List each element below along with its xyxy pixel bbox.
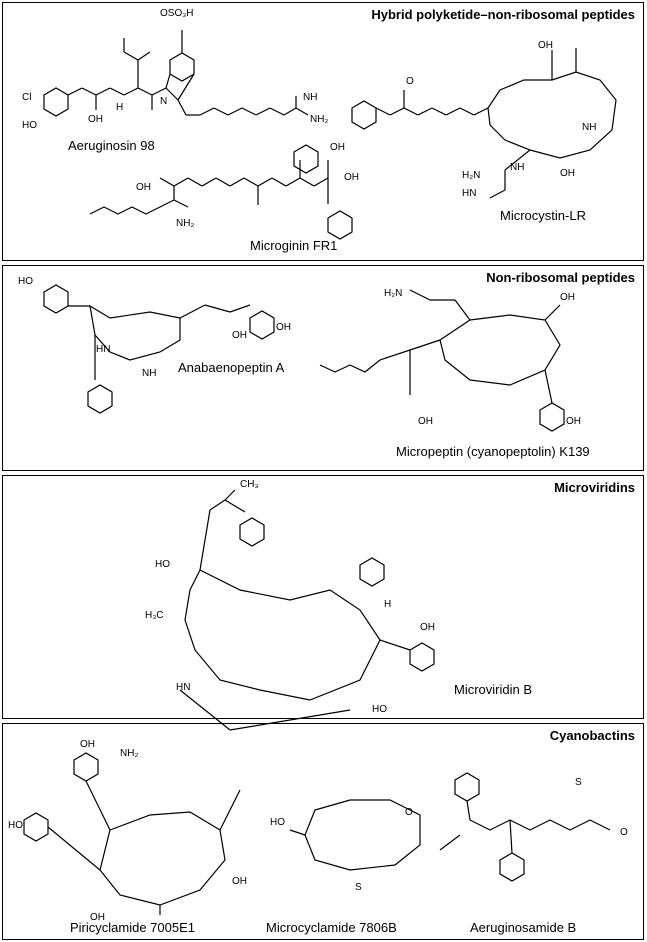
- atom-label: HN: [462, 188, 476, 199]
- atom-label: O: [406, 76, 414, 87]
- atom-label: OH: [90, 912, 105, 923]
- compound-label: Microginin FR1: [250, 238, 338, 253]
- atom-label: OH: [538, 40, 553, 51]
- atom-label: OH: [418, 416, 433, 427]
- structure-microviridin-b: CH₃ HO H₃C HN H OH HO: [145, 479, 435, 731]
- structure-anabaenopeptin-a: HO OH OH HN NH: [18, 276, 291, 414]
- atom-label: OH: [232, 876, 247, 887]
- atom-label: OH: [560, 292, 575, 303]
- panel-cyanobactins: Cyanobactins: [2, 723, 644, 940]
- atom-label: OH: [80, 739, 95, 750]
- atom-label: HO: [22, 120, 37, 131]
- atom-label: OH: [566, 416, 581, 427]
- atom-label: H₂N: [384, 288, 402, 299]
- atom-label: H: [384, 599, 391, 610]
- compound-label: Microcystin-LR: [500, 208, 586, 223]
- compound-label: Microcyclamide 7806B: [266, 920, 397, 935]
- panel-title: Hybrid polyketide–non-ribosomal peptides: [371, 7, 635, 22]
- atom-label: OH: [136, 182, 151, 193]
- atom-label: OH: [560, 168, 575, 179]
- atom-label: NH: [142, 368, 156, 379]
- structure-aeruginosin-98: Cl HO OH H N OSO₃H NH NH₂: [22, 8, 328, 131]
- panel-title: Cyanobactins: [549, 728, 635, 743]
- compound-label: Piricyclamide 7005E1: [70, 920, 196, 935]
- atom-label: OH: [232, 330, 247, 341]
- atom-label: NH: [582, 122, 596, 133]
- panel-microviridins: Microviridins: [2, 475, 644, 719]
- atom-label: S: [575, 777, 582, 788]
- structure-microcyclamide: HO O S: [270, 799, 421, 893]
- compound-label: Aeruginosamide B: [470, 920, 577, 935]
- panel-nonribosomal-peptides: Non-ribosomal peptides: [2, 265, 644, 471]
- atom-label: H: [116, 102, 123, 113]
- atom-label: HO: [372, 704, 387, 715]
- compound-label: Micropeptin (cyanopeptolin) K139: [396, 444, 590, 459]
- atom-label: NH₂: [310, 114, 328, 125]
- atom-label: HO: [270, 817, 285, 828]
- atom-label: OH: [420, 622, 435, 633]
- atom-label: S: [355, 882, 362, 893]
- atom-label: O: [620, 827, 628, 838]
- compound-label: Aeruginosin 98: [68, 138, 155, 153]
- atom-label: OH: [276, 322, 291, 333]
- atom-label: OH: [344, 172, 359, 183]
- structure-piricyclamide: OH HO NH₂ OH OH: [8, 739, 247, 923]
- atom-label: Cl: [22, 92, 31, 103]
- atom-label: NH₂: [176, 218, 194, 229]
- atom-label: H₃C: [145, 610, 164, 621]
- atom-label: HO: [155, 559, 170, 570]
- atom-label: H₂N: [462, 170, 480, 181]
- atom-label: O: [405, 807, 413, 818]
- atom-label: CH₃: [240, 479, 259, 490]
- atom-label: N: [160, 96, 167, 107]
- panel-title: Microviridins: [554, 480, 635, 495]
- structure-aeruginosamide-b: S O: [439, 772, 628, 882]
- structure-microcystin-lr: O OH HN NH H₂N NH OH: [351, 40, 617, 199]
- atom-label: OH: [330, 142, 345, 153]
- atom-label: HO: [8, 820, 23, 831]
- compound-label: Anabaenopeptin A: [178, 360, 285, 375]
- atom-label: NH: [510, 162, 524, 173]
- compound-label: Microviridin B: [454, 682, 533, 697]
- atom-label: HN: [96, 344, 110, 355]
- panel-title: Non-ribosomal peptides: [486, 270, 635, 285]
- atom-label: NH: [303, 92, 317, 103]
- atom-label: OH: [88, 114, 103, 125]
- atom-label: NH₂: [120, 748, 138, 759]
- panel-hybrid-peptides: Hybrid polyketide–non-ribosomal peptides: [2, 2, 644, 261]
- structure-microginin-fr1: OH NH₂ OH OH: [89, 142, 359, 240]
- atom-label: HO: [18, 276, 33, 287]
- atom-label: OSO₃H: [160, 8, 194, 19]
- structure-micropeptin-k139: H₂N OH OH OH: [319, 288, 581, 432]
- atom-label: HN: [176, 682, 190, 693]
